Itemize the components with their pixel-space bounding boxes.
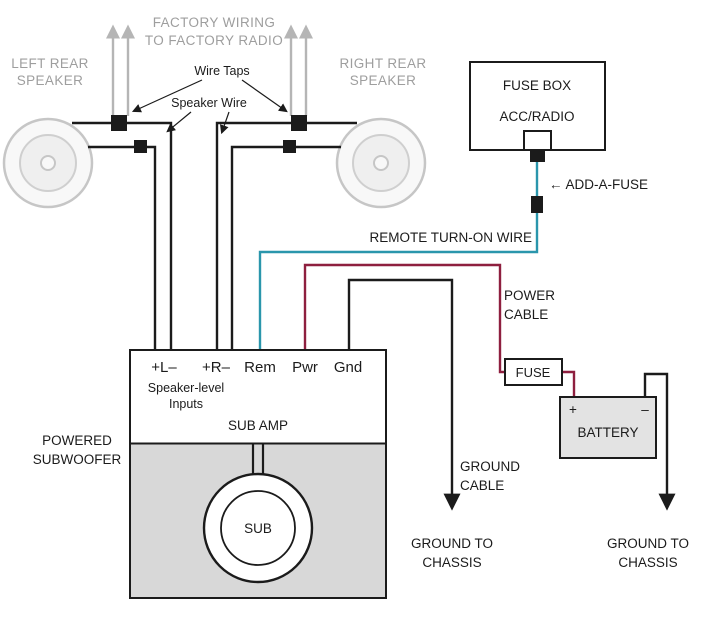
power-cable: POWER CABLE FUSE xyxy=(303,263,576,397)
terminal-left-input: +L– xyxy=(151,359,177,376)
remote-turn-on-wire: ← ADD-A-FUSE REMOTE TURN-ON WIRE xyxy=(258,162,648,350)
factory-wiring-label-line2: TO FACTORY RADIO xyxy=(145,33,283,48)
battery-minus-terminal: – xyxy=(641,402,649,417)
power-cable-path xyxy=(303,263,505,374)
right-rear-speaker-label-line1: RIGHT REAR xyxy=(339,56,426,71)
powered-subwoofer-label-line1: POWERED xyxy=(42,433,112,448)
factory-wiring-arrows xyxy=(106,24,313,116)
callout-wire-taps: Wire Taps xyxy=(131,64,288,113)
fuse-box-title: FUSE BOX xyxy=(503,78,571,93)
wire-taps-label: Wire Taps xyxy=(194,64,249,78)
wire-tap-square xyxy=(291,115,307,131)
left-rear-speaker-label-line2: SPEAKER xyxy=(17,73,84,88)
ground-cable: GROUND CABLE GROUND TO CHASSIS xyxy=(347,278,520,570)
sub-driver-inner xyxy=(220,490,296,566)
battery-label: BATTERY xyxy=(577,425,638,440)
ground-to-chassis-label-line2: CHASSIS xyxy=(618,555,677,570)
wire-tap-square xyxy=(283,140,296,153)
callout-speaker-wire: Speaker Wire xyxy=(166,96,247,135)
pointer-arrow-icon xyxy=(219,111,230,135)
speaker-wire-label: Speaker Wire xyxy=(171,96,247,110)
inline-fuse-label: FUSE xyxy=(516,365,551,380)
left-speaker-wire-negative xyxy=(88,145,157,350)
powered-subwoofer: +L– +R– Rem Pwr Gnd Speaker-level Inputs… xyxy=(129,349,387,599)
right-rear-speaker xyxy=(335,117,427,209)
battery-outline xyxy=(559,396,657,459)
terminal-power: Pwr xyxy=(292,359,318,376)
ground-to-chassis-label-line1: GROUND TO xyxy=(607,536,689,551)
fuse-box: FUSE BOX ACC/RADIO xyxy=(469,61,606,162)
battery: + – BATTERY xyxy=(559,396,657,459)
ground-cable-label-line1: GROUND xyxy=(460,459,520,474)
left-rear-speaker xyxy=(2,117,94,209)
sub-amp-title: SUB AMP xyxy=(228,418,288,433)
add-a-fuse-plug xyxy=(530,149,545,162)
speaker-dust-cap xyxy=(373,155,389,171)
add-a-fuse-inline-fuse xyxy=(531,196,543,213)
speaker-dust-cap xyxy=(40,155,56,171)
wire-tap-square xyxy=(134,140,147,153)
pointer-arrow-icon xyxy=(131,79,203,113)
factory-wiring-label-line1: FACTORY WIRING xyxy=(153,15,276,30)
ground-cable-label-line2: CABLE xyxy=(460,478,504,493)
pointer-arrow-icon xyxy=(166,111,192,133)
wire-tap-square xyxy=(111,115,127,131)
ground-cable-path xyxy=(347,278,461,511)
power-cable-path-to-battery xyxy=(562,370,576,397)
powered-subwoofer-label-line2: SUBWOOFER xyxy=(33,452,122,467)
ground-to-chassis-label-line1: GROUND TO xyxy=(411,536,493,551)
speaker-level-inputs-label-line1: Speaker-level xyxy=(148,381,224,395)
inline-fuse-box xyxy=(504,358,563,386)
fuse-box-circuit-label: ACC/RADIO xyxy=(499,109,574,124)
battery-ground-cable: GROUND TO CHASSIS xyxy=(607,372,689,570)
speaker-level-inputs-label-line2: Inputs xyxy=(169,397,203,411)
speaker-wires xyxy=(72,115,357,350)
power-cable-label-line2: CABLE xyxy=(504,307,548,322)
power-cable-label-line1: POWER xyxy=(504,288,555,303)
fuse-slot xyxy=(523,130,552,151)
pointer-arrow-icon xyxy=(241,79,288,113)
terminal-right-input: +R– xyxy=(202,359,231,376)
right-rear-speaker-label-line2: SPEAKER xyxy=(350,73,417,88)
right-speaker-wire-negative xyxy=(230,145,341,350)
left-rear-speaker-label-line1: LEFT REAR xyxy=(11,56,89,71)
terminal-ground: Gnd xyxy=(334,359,362,376)
right-speaker-wire-positive xyxy=(215,121,357,350)
battery-ground-path xyxy=(643,372,676,511)
sub-label: SUB xyxy=(244,521,272,536)
battery-plus-terminal: + xyxy=(569,402,577,417)
add-a-fuse-label: ← ADD-A-FUSE xyxy=(549,177,648,192)
left-speaker-wire-positive xyxy=(72,121,173,350)
ground-to-chassis-label-line2: CHASSIS xyxy=(422,555,481,570)
remote-turn-on-label: REMOTE TURN-ON WIRE xyxy=(370,230,533,245)
terminal-remote: Rem xyxy=(244,359,276,376)
